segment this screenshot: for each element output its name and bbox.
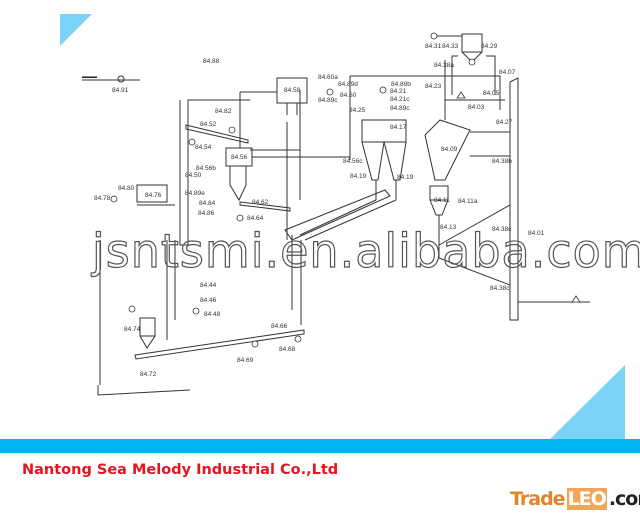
equipment-label: 84.78	[94, 195, 111, 202]
equipment-label: 84.69	[237, 357, 254, 364]
equipment-label: 84.60	[340, 92, 357, 99]
equipment-label: 84.38a	[434, 62, 454, 69]
diagram-lines	[82, 33, 590, 396]
equipment-label: 84.48	[204, 311, 221, 318]
equipment-label: 84.38b	[492, 158, 512, 165]
equipment-label: 84.07	[499, 69, 516, 76]
equipment-label: 84.84	[199, 200, 216, 207]
equipment-labels: 84.9184.8884.5884.60a84.89d84.89c84.6084…	[94, 43, 545, 378]
equipment-label: 84.56	[231, 154, 248, 161]
equipment-label: 84.91	[112, 87, 129, 94]
equipment-label: 84.64	[247, 215, 264, 222]
logo-com: .com	[608, 488, 640, 510]
equipment-label: 84.50	[185, 172, 202, 179]
equipment-label: 84.72	[140, 371, 157, 378]
equipment-label: 84.54	[195, 144, 212, 151]
equipment-label: 84.25	[349, 107, 366, 114]
equipment-label: 84.31	[425, 43, 442, 50]
equipment-label: 84.52	[200, 121, 217, 128]
equipment-label: 84.56c	[343, 158, 363, 165]
accent-bar	[0, 439, 640, 453]
tag-inlet: ▬▬▬	[82, 74, 97, 80]
equipment-label: 84.62	[252, 199, 269, 206]
equipment-label: 84.58	[284, 87, 301, 94]
equipment-label: 84.44	[200, 282, 217, 289]
company-name: Nantong Sea Melody Industrial Co.,Ltd	[22, 462, 339, 478]
equipment-label: 84.19	[397, 174, 414, 181]
equipment-label: 84.09	[441, 146, 458, 153]
equipment-label: 84.33	[442, 43, 459, 50]
equipment-label: 84.21c	[390, 96, 410, 103]
equipment-label: 84.89d	[338, 81, 358, 88]
equipment-label: 84.19	[350, 173, 367, 180]
equipment-label: 84.74	[124, 326, 141, 333]
equipment-label: 84.68	[279, 346, 296, 353]
equipment-label: 84.89c	[318, 97, 338, 104]
equipment-label: 84.89b	[391, 81, 411, 88]
equipment-label: 84.66	[271, 323, 288, 330]
equipment-label: 84.13	[440, 224, 457, 231]
logo-trade: Trade	[510, 488, 566, 510]
equipment-label: 84.21	[390, 88, 407, 95]
watermark: jsntsmi.en.alibaba.com	[91, 224, 640, 278]
equipment-label: 84.38c	[490, 285, 510, 292]
corner-triangle-top-left	[60, 14, 92, 46]
equipment-label: 84.03	[468, 104, 485, 111]
equipment-label: 84.29	[481, 43, 498, 50]
equipment-label: 84.82	[215, 108, 232, 115]
equipment-label: 84.86	[198, 210, 215, 217]
equipment-label: 84.60a	[318, 74, 338, 81]
equipment-label: 84.76	[145, 192, 162, 199]
equipment-label: 84.89c	[390, 105, 410, 112]
equipment-label: 84.80	[118, 185, 135, 192]
logo-mid: LEO	[566, 488, 607, 510]
instruments	[110, 32, 581, 348]
equipment-label: 84.27	[496, 119, 513, 126]
corner-triangle-bottom-right	[550, 365, 625, 439]
equipment-label: 84.46	[200, 297, 217, 304]
equipment-label: 84.11	[434, 197, 450, 204]
equipment-label: 84.23	[425, 83, 442, 90]
equipment-label: 84.88	[203, 58, 220, 65]
equipment-label: 84.01	[528, 230, 545, 237]
equipment-label: 84.05	[483, 90, 500, 97]
equipment-label: 84.89e	[185, 190, 205, 197]
equipment-label: 84.38c	[492, 226, 512, 233]
equipment-label: 84.17	[390, 124, 407, 131]
equipment-label: 84.56b	[196, 165, 216, 172]
equipment-label: 84.11a	[458, 198, 478, 205]
